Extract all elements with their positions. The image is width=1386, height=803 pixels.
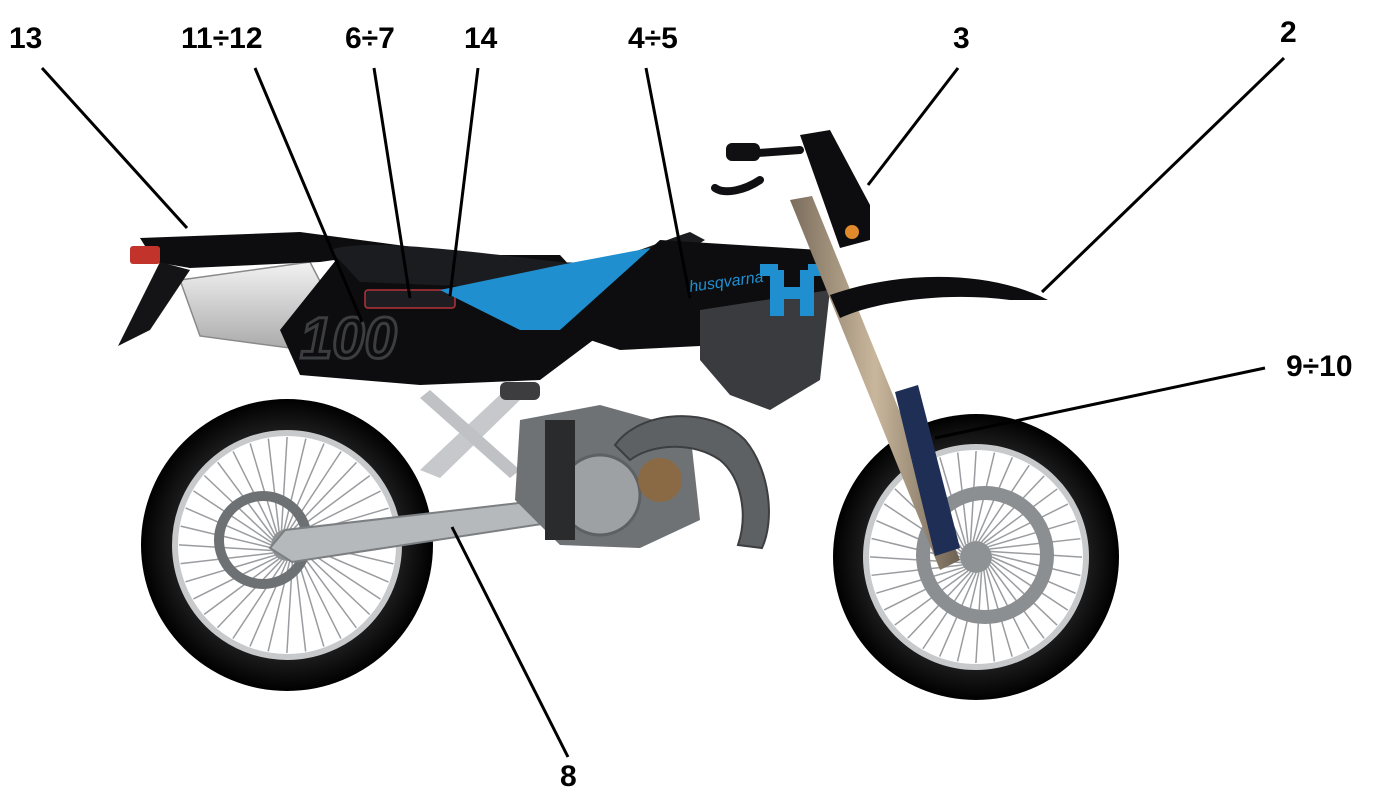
wheel-spoke	[216, 559, 283, 629]
wheel-spoke	[249, 443, 278, 533]
handlebar-grip	[726, 143, 760, 161]
leader-4-5	[644, 67, 692, 299]
wheel-spoke	[978, 464, 1030, 542]
fork-guard	[895, 385, 960, 556]
rear-mudflap	[118, 262, 190, 346]
callout-label-6-7: 6÷7	[345, 22, 395, 55]
wheel-spoke	[298, 554, 342, 639]
callout-label-2: 2	[1280, 16, 1297, 49]
seat-stripe	[440, 248, 650, 330]
callout-label-9-10: 9÷10	[1286, 350, 1353, 383]
wheel-spoke	[296, 557, 325, 647]
callout-label-4-5: 4÷5	[628, 22, 678, 55]
rear-fender	[140, 232, 420, 268]
front-wheel	[833, 414, 1119, 700]
number-plate	[800, 130, 870, 248]
callout-label-13: 13	[9, 22, 43, 55]
wheel-spoke	[301, 549, 371, 616]
wheel-spoke	[980, 475, 1045, 543]
radiator-shroud	[700, 290, 830, 410]
leader-6-7	[372, 67, 412, 299]
wheel-spoke	[180, 525, 272, 549]
leader-13	[40, 66, 189, 230]
callout-label-8: 8	[560, 760, 577, 793]
wheel-spoke	[300, 552, 357, 629]
wheel-spoke	[296, 490, 381, 534]
side-panel-graphic: 100	[300, 306, 397, 371]
wheel-spoke	[989, 537, 1081, 550]
wheel-spoke	[991, 559, 1069, 611]
callout-label-11-12: 11÷12	[181, 22, 263, 55]
leader-9-10	[934, 366, 1266, 440]
wheel-spoke	[203, 558, 280, 615]
wheel-spoke	[232, 560, 285, 639]
wheel-spoke	[876, 566, 964, 594]
wheel-spoke	[283, 438, 307, 530]
wheel-spoke	[871, 564, 963, 577]
wheel-spoke	[988, 520, 1076, 548]
tail-light	[130, 246, 160, 264]
callout-label-3: 3	[953, 22, 970, 55]
leader-2	[1040, 56, 1286, 294]
wheel-spoke	[185, 507, 272, 546]
leader-14	[448, 67, 480, 297]
turn-signal	[845, 225, 859, 239]
wheel-spoke	[991, 553, 1081, 577]
wheel-spoke	[193, 490, 272, 543]
leader-8	[450, 526, 570, 758]
wheel-spoke	[280, 436, 288, 531]
exhaust-pipe	[613, 415, 770, 550]
leader-3	[866, 67, 960, 186]
wheel-spoke	[178, 544, 273, 552]
subframe-strut	[420, 390, 520, 478]
leader-lines	[40, 56, 1286, 758]
wheel-spoke	[990, 550, 1083, 558]
wheel-spoke	[985, 503, 1069, 546]
wheel-spoke	[883, 568, 967, 611]
wheel-spoke	[267, 438, 280, 532]
front-fender	[830, 276, 1048, 318]
brand-logo	[760, 264, 826, 316]
wheel-spoke	[983, 488, 1058, 544]
wheel-spoke	[991, 556, 1076, 595]
callout-label-14: 14	[464, 22, 498, 55]
leader-11-12	[253, 67, 364, 323]
rear-shock	[500, 382, 540, 400]
